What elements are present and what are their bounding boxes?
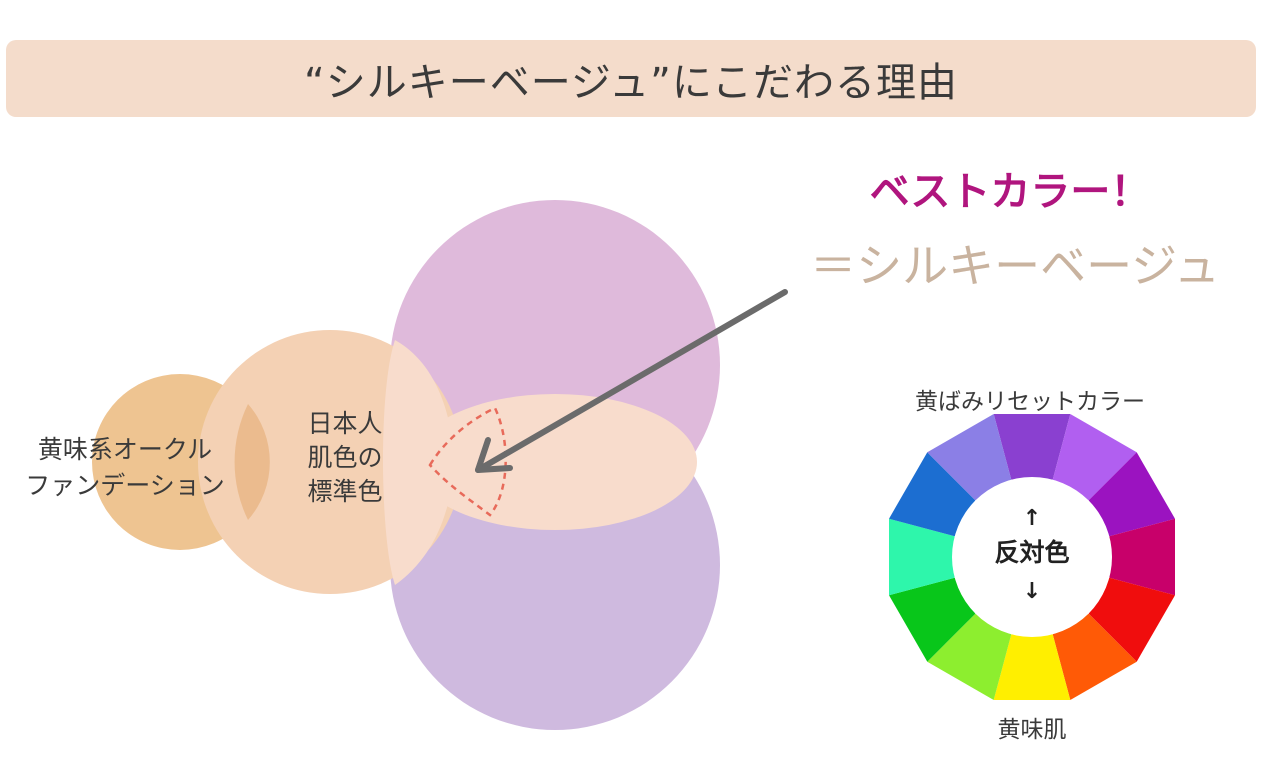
wheel-center (952, 477, 1112, 637)
callout-subline: ＝シルキーベージュ (810, 239, 1220, 293)
wheel-arrow-down: ↓ (1023, 579, 1041, 604)
wheel-segment (1088, 577, 1175, 662)
wheel-bottom-label: 黄味肌 (998, 717, 1067, 743)
wheel-segment (1052, 613, 1137, 700)
overlap-left (234, 404, 270, 520)
wheel-segment (1088, 452, 1175, 537)
callout-headline: ベストカラー！ (870, 169, 1151, 215)
wheel-segment (889, 452, 976, 537)
label-center-line2: 肌色の (307, 443, 382, 472)
pointer-arrow-line (475, 289, 788, 473)
label-center-line1: 日本人 (307, 409, 382, 438)
label-center-line3: 標準色 (307, 477, 382, 506)
wheel-segment (927, 613, 1012, 700)
wheel-segment (1109, 518, 1175, 596)
banner-title: “シルキーベージュ”にこだわる理由 (303, 59, 959, 106)
color-wheel (889, 414, 1175, 700)
overlap-right-ellipse (413, 394, 697, 530)
wheel-top-label: 黄ばみリセットカラー (915, 389, 1145, 415)
best-color-region (428, 406, 507, 517)
wheel-center-label: 反対色 (994, 538, 1069, 567)
label-left-line2: ファンデーション (25, 471, 225, 500)
wheel-segment (1052, 414, 1137, 501)
wheel-arrow-up: ↑ (1023, 506, 1041, 531)
title-banner: “シルキーベージュ”にこだわる理由 (6, 40, 1256, 117)
wheel-segment (993, 414, 1071, 480)
label-left-line1: 黄味系オークル (38, 435, 212, 464)
wheel-segment (889, 577, 976, 662)
wheel-segment (927, 414, 1012, 501)
pointer-arrow-head (475, 437, 513, 473)
wheel-segment (993, 634, 1071, 700)
wheel-segment (889, 518, 955, 596)
overlap-skin-purple (382, 340, 455, 585)
